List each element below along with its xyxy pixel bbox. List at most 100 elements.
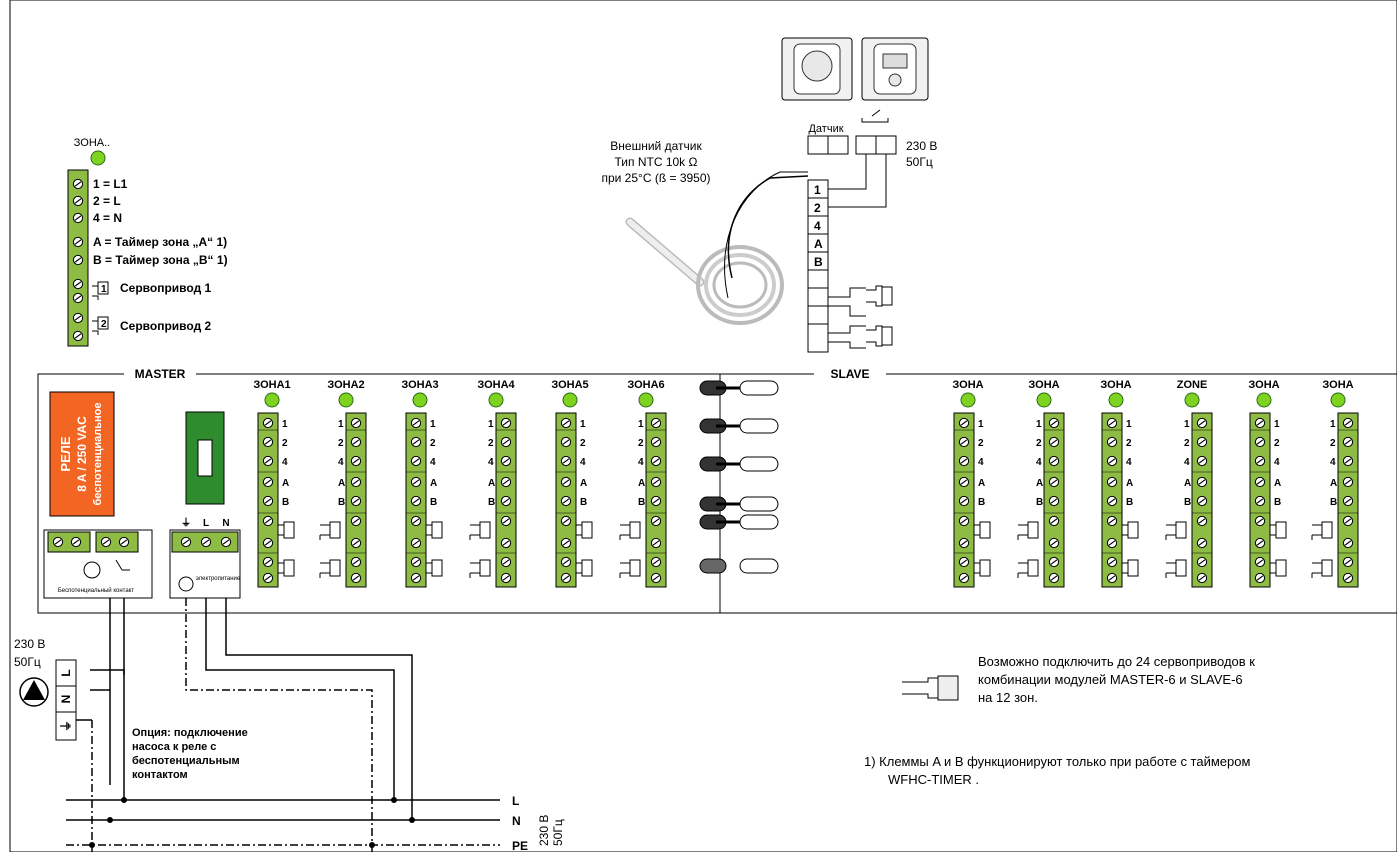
master-zone-2-term-0: 1 xyxy=(338,419,344,430)
slave-zone-3-term-3: A xyxy=(1126,478,1133,489)
bus-label-pe: PE xyxy=(512,839,528,852)
master-zone-5-label: ЗОНА5 xyxy=(551,379,588,391)
slave-zone-5-actuator-icon xyxy=(1270,559,1287,577)
sensor-terminal-b xyxy=(827,135,849,155)
master-zone-1-term-2: 4 xyxy=(282,457,288,468)
tt-label-b: B xyxy=(814,255,823,269)
svg-text:2: 2 xyxy=(101,319,107,330)
slave-zone-6-actuator-icon xyxy=(1311,559,1333,578)
master-zone-6-term-0: 1 xyxy=(638,419,644,430)
master-zone-6-label: ЗОНА6 xyxy=(627,379,664,391)
actuator-note-1: Возможно подключить до 24 сервоприводов … xyxy=(978,654,1255,669)
slave-zone-1-actuator-icon xyxy=(974,521,991,539)
slave-zone-2-term-4: B xyxy=(1036,497,1043,508)
bus-connectors xyxy=(699,380,779,574)
thermostat-analog-icon xyxy=(781,37,853,101)
slave-zone-3-term-1: 2 xyxy=(1126,438,1132,449)
fuse-icon xyxy=(185,411,225,505)
module-panel xyxy=(37,373,1397,614)
master-zone-4-term-3: A xyxy=(488,478,495,489)
slave-zone-6-actuator-icon xyxy=(1311,521,1333,540)
slave-zone-6-term-2: 4 xyxy=(1330,457,1336,468)
slave-zone-5-term-1: 2 xyxy=(1274,438,1280,449)
master-zone-4-term-4: B xyxy=(488,497,495,508)
slave-zone-4-term-1: 2 xyxy=(1184,438,1190,449)
master-label-bg xyxy=(124,367,196,381)
master-zone-1-label: ЗОНА1 xyxy=(253,379,290,391)
relay-caption: Беспотенциальный контакт xyxy=(58,587,135,594)
slave-zone-2-label: ЗОНА xyxy=(1028,379,1059,391)
footnote-1: 1) Клеммы A и B функционируют только при… xyxy=(864,754,1250,769)
master-zone-4-term-0: 1 xyxy=(488,419,494,430)
slave-zone-3-label: ЗОНА xyxy=(1100,379,1131,391)
sensor-terminal-a xyxy=(807,135,829,155)
slave-zone-6-term-4: B xyxy=(1330,497,1337,508)
sensor-title-1: Внешний датчик xyxy=(610,139,702,153)
pump-power-1: 230 В xyxy=(14,637,45,651)
slave-zone-6-term-1: 2 xyxy=(1330,438,1336,449)
actuator-note-2: комбинации модулей MASTER-6 и SLAVE-6 xyxy=(978,672,1243,687)
slave-zone-2-term-0: 1 xyxy=(1036,419,1042,430)
master-zone-3-label: ЗОНА3 xyxy=(401,379,438,391)
slave-zone-6-term-0: 1 xyxy=(1330,419,1336,430)
slave-zone-2-term-2: 4 xyxy=(1036,457,1042,468)
slave-zone-4-led xyxy=(1184,392,1200,408)
master-zone-5-actuator-icon xyxy=(576,559,593,577)
master-zone-5-actuator-icon xyxy=(576,521,593,539)
master-zone-6-term-3: A xyxy=(638,478,645,489)
actuator-note-icon xyxy=(902,675,959,701)
sensor-power-1: 230 В xyxy=(906,139,937,153)
pump-option-1: Опция: подключение xyxy=(132,727,248,739)
master-zone-6-term-1: 2 xyxy=(638,438,644,449)
master-zone-3-actuator-icon xyxy=(426,521,443,539)
master-zone-4-term-1: 2 xyxy=(488,438,494,449)
master-zone-4-actuator-icon xyxy=(469,559,491,578)
master-zone-4-term-2: 4 xyxy=(488,457,494,468)
master-zone-3-term-1: 2 xyxy=(430,438,436,449)
slave-zone-4-term-2: 4 xyxy=(1184,457,1190,468)
slave-zone-3-actuator-icon xyxy=(1122,559,1139,577)
relay-line-3: беспотенциальное xyxy=(92,403,104,506)
slave-zone-2-term-3: A xyxy=(1036,478,1043,489)
sensor-power-2: 50Гц xyxy=(906,155,933,169)
slave-zone-4-term-0: 1 xyxy=(1184,419,1190,430)
tt-label-2: 2 xyxy=(814,201,821,215)
legend-actuator-2-icon: 2 xyxy=(92,316,109,335)
master-zone-5-term-2: 4 xyxy=(580,457,586,468)
master-zone-4-actuator-icon xyxy=(469,521,491,540)
slave-zone-1-term-3: A xyxy=(978,478,985,489)
bus-label-l: L xyxy=(512,794,519,808)
slave-zone-3-term-4: B xyxy=(1126,497,1133,508)
pump-terminal-block xyxy=(55,659,77,741)
master-zone-1-term-3: A xyxy=(282,478,289,489)
power-term-l: L xyxy=(203,518,209,529)
bus-connector-3 xyxy=(699,456,779,472)
legend-line-5: B = Таймер зона „B“ 1) xyxy=(93,253,228,267)
bus-label-n: N xyxy=(512,814,521,828)
master-zone-2-term-1: 2 xyxy=(338,438,344,449)
legend-led xyxy=(90,150,106,166)
slave-zone-5-actuator-icon xyxy=(1270,521,1287,539)
bus-power-2: 50Гц xyxy=(551,819,565,846)
slave-zone-1-label: ЗОНА xyxy=(952,379,983,391)
earth-icon xyxy=(178,576,194,592)
master-zone-5-term-4: B xyxy=(580,497,587,508)
bus-connector-6 xyxy=(699,558,779,574)
legend-line-7: Сервопривод 2 xyxy=(120,319,212,333)
legend-line-2: 2 = L xyxy=(93,194,121,208)
power-caption: электропитание xyxy=(196,576,241,582)
relay-line-2: 8 A / 250 VAC xyxy=(75,416,89,492)
slave-zone-2-actuator-icon xyxy=(1017,521,1039,540)
slave-zone-1-term-4: B xyxy=(978,497,985,508)
pump-option-3: беспотенциальным xyxy=(132,755,240,767)
master-zone-2-term-2: 4 xyxy=(338,457,344,468)
thermostat-terminal-column: 1 2 4 A B xyxy=(807,154,893,353)
